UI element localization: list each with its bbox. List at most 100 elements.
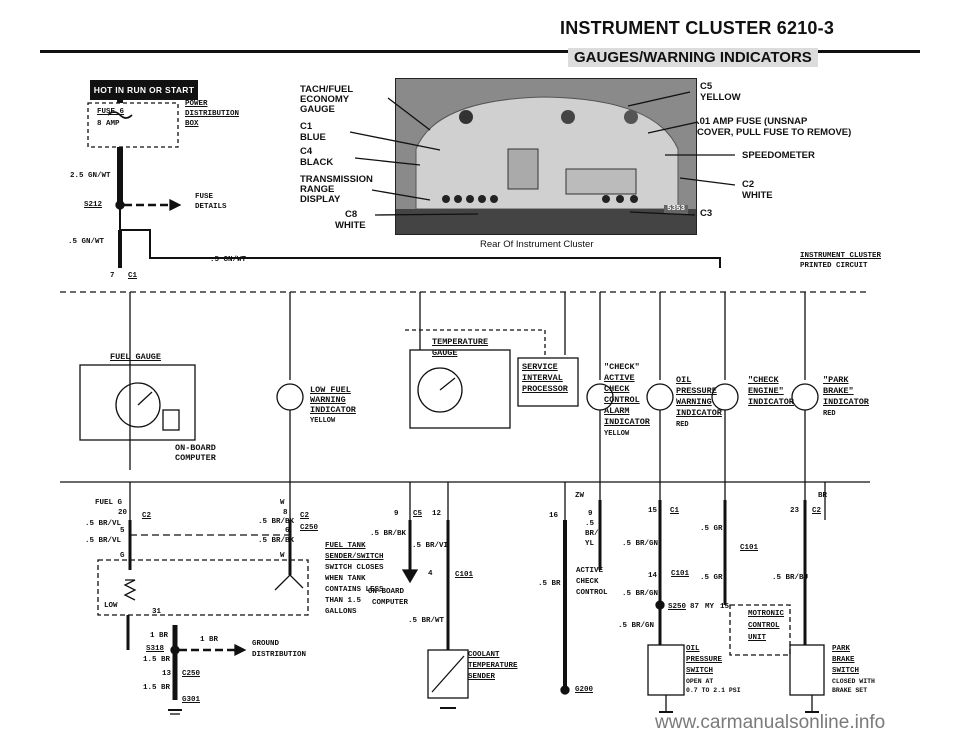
fuse-symbol (107, 111, 133, 119)
label-fuse-note-2: COVER, PULL FUSE TO REMOVE) (697, 127, 852, 138)
splice-s212-label: S212 (84, 201, 103, 209)
board-pin-w: W (280, 499, 285, 507)
pin-7: 7 (110, 272, 115, 280)
oil-switch-2: PRESSURE (686, 656, 723, 664)
board-pin-br: BR (818, 492, 828, 500)
oil-4: INDICATOR (676, 408, 722, 418)
wire-brbu: .5 BR/BU (772, 574, 809, 582)
pdb-label-3: BOX (185, 120, 199, 128)
motronic-3: UNIT (748, 634, 767, 642)
wire-brbk-a: .5 BR/BK (258, 518, 295, 526)
label-tach-3: GAUGE (300, 104, 335, 115)
pin-my: MY (705, 603, 715, 611)
park-switch-3: SWITCH (832, 667, 860, 675)
wire-brvl-a: .5 BR/VL (85, 520, 122, 528)
label-tach-2: ECONOMY (300, 94, 350, 105)
pin-g: G (120, 552, 125, 560)
fuse-amp-label: 8 AMP (97, 120, 120, 128)
wire-1br-b: 1 BR (200, 636, 219, 644)
label-c2: C2 (742, 179, 755, 190)
coolant-2: TEMPERATURE (468, 662, 518, 670)
oil-switch-3: SWITCH (686, 667, 714, 675)
pin-31: 31 (152, 608, 162, 616)
conn-c101-b: C101 (740, 544, 759, 552)
label-c8: C8 (345, 209, 358, 220)
wire-brgn-a: .5 BR/GN (622, 540, 659, 548)
cluster-photo-drawing (396, 96, 696, 234)
splice-s212 (115, 200, 125, 210)
pin-16: 16 (549, 512, 559, 520)
wire-2-5-gnwt: 2.5 GN/WT (70, 172, 111, 180)
label-c2-color: WHITE (742, 190, 773, 201)
ground-dist-1: GROUND (252, 640, 280, 648)
fuse-details-1: FUSE (195, 193, 214, 201)
pin-87: 87 (690, 603, 700, 611)
board-subtitle: PRINTED CIRCUIT (800, 262, 868, 270)
label-c3: C3 (700, 208, 713, 219)
check-3: CHECK (604, 384, 630, 394)
tank-3: SWITCH CLOSES (325, 564, 384, 572)
wire-brvl-b: .5 BR/VL (85, 537, 122, 545)
pin-8: 8 (283, 509, 288, 517)
conn-c2-a: C2 (142, 512, 152, 520)
onboard-computer-2: COMPUTER (175, 453, 216, 463)
splice-s250: S250 (668, 603, 687, 611)
label-c5-color: YELLOW (700, 92, 741, 103)
conn-c101-a: C101 (455, 571, 474, 579)
pin-9: 9 (394, 510, 399, 518)
engine-2: ENGINE" (748, 386, 784, 396)
watermark: www.carmanualsonline.info (655, 712, 886, 733)
tank-1: FUEL TANK (325, 542, 366, 550)
wire-brgn-b: .5 BR/GN (622, 590, 659, 598)
wire-gr-a: .5 GR (700, 525, 723, 533)
oil-1: OIL (676, 375, 692, 385)
oil-3: WARNING (676, 397, 712, 407)
label-c5: C5 (700, 81, 713, 92)
wire-15br-b: 1.5 BR (143, 684, 171, 692)
obc-2: COMPUTER (372, 599, 409, 607)
obc-1: ON-BOARD (368, 588, 405, 596)
pin-20: 20 (118, 509, 128, 517)
hot-in-run-badge: HOT IN RUN OR START (90, 80, 198, 100)
coolant-3: SENDER (468, 673, 496, 681)
pin-w2: W (280, 552, 285, 560)
pin-15: 15 (648, 507, 658, 515)
wire-brvi: .5 BR/VI (412, 542, 449, 550)
label-fuse-note-1: .01 AMP FUSE (UNSNAP (697, 116, 808, 127)
check-6: INDICATOR (604, 417, 650, 427)
oil-switch-5: 0.7 TO 2.1 PSI (686, 687, 741, 694)
board-pin-fuel-g: FUEL G (95, 499, 123, 507)
fuel-gauge-label: FUEL GAUGE (110, 352, 162, 362)
low-fuel-3: INDICATOR (310, 405, 356, 415)
fuse-box-outline (87, 102, 179, 148)
low-fuel-4: YELLOW (310, 417, 336, 425)
tank-2: SENDER/SWITCH (325, 553, 384, 561)
motronic-1: MOTRONIC (748, 610, 785, 618)
label-c8-color: WHITE (335, 220, 366, 231)
conn-c250: C250 (300, 524, 319, 532)
conn-c2-b: C2 (300, 512, 310, 520)
photo-caption: Rear Of Instrument Cluster (480, 239, 594, 250)
park-switch-5: BRAKE SET (832, 687, 868, 694)
tank-6: THAN 1.5 (325, 597, 362, 605)
acc-3: CONTROL (576, 589, 608, 597)
conn-c101-c: C101 (671, 570, 690, 578)
conn-c250-b: C250 (182, 670, 201, 678)
park-switch-2: BRAKE (832, 656, 855, 664)
label-c1: C1 (300, 121, 313, 132)
temp-gauge-2: GAUGE (432, 348, 458, 358)
pin-12: 12 (432, 510, 442, 518)
pin-6: 6 (285, 527, 290, 535)
wire-bryl-1: BR/ (585, 530, 599, 538)
acc-2: CHECK (576, 578, 599, 586)
pdb-label-1: POWER (185, 100, 208, 108)
service-3: PROCESSOR (522, 384, 568, 394)
pin-9b: 9 (588, 510, 593, 518)
oil-switch-1: OIL (686, 645, 700, 653)
pin-4: 4 (428, 570, 433, 578)
check-7: YELLOW (604, 430, 630, 438)
engine-3: INDICATOR (748, 397, 794, 407)
park-switch-1: PARK (832, 645, 851, 653)
label-trans-3: DISPLAY (300, 194, 341, 205)
label-c1-color: BLUE (300, 132, 326, 143)
